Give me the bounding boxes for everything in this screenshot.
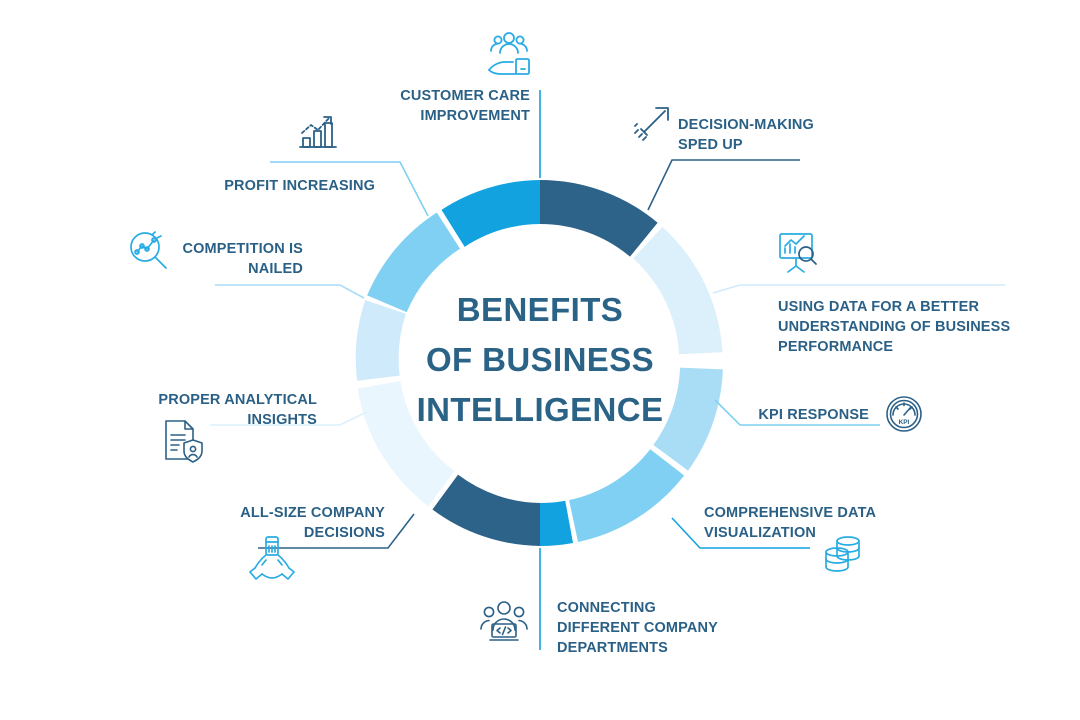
growth-bar-chart-icon: [296, 111, 340, 155]
ring-segment-kpi-response[interactable]: [653, 367, 723, 471]
label-decision-making-sped-up[interactable]: DECISION-MAKING SPED UP: [678, 117, 814, 153]
database-stack-icon: [820, 530, 868, 578]
label-profit-increasing[interactable]: PROFIT INCREASING: [224, 178, 375, 194]
ring-segment-decision-making-sped-up[interactable]: [540, 180, 658, 257]
ring-segment-profit-increasing[interactable]: [367, 212, 460, 313]
connector-kpi-response: [714, 399, 880, 426]
document-person-icon: [158, 415, 204, 463]
label-proper-analytical-insights[interactable]: PROPER ANALYTICAL INSIGHTS: [158, 392, 317, 428]
title-line-3: INTELLIGENCE: [416, 391, 664, 429]
svg-text:KPI: KPI: [899, 419, 910, 426]
ring-segment-using-data-for-better-understanding[interactable]: [633, 226, 723, 355]
title-line-1: BENEFITS: [456, 291, 624, 328]
connector-decision-making-sped-up: [647, 159, 800, 211]
label-comprehensive-data-visualization[interactable]: COMPREHENSIVE DATA VISUALIZATION: [704, 505, 877, 541]
ring-segment-customer-care-improvement[interactable]: [441, 180, 541, 247]
ring-segments: [355, 180, 723, 546]
teamwork-hands-icon: [246, 533, 298, 583]
title-line-2: OF BUSINESS: [425, 341, 655, 379]
ring-segment-competition-is-nailed[interactable]: [355, 300, 406, 381]
label-all-size-company-decisions[interactable]: ALL-SIZE COMPANY DECISIONS: [240, 505, 385, 541]
label-competition-is-nailed[interactable]: COMPETITION IS NAILED: [182, 241, 303, 277]
connector-competition-is-nailed: [215, 284, 365, 299]
ring-segment-all-size-company-decisions[interactable]: [432, 474, 540, 546]
hand-people-icon: [483, 28, 535, 80]
connector-all-size-company-decisions: [258, 513, 415, 549]
ring-segment-connecting-different-company-departments[interactable]: [540, 500, 574, 546]
label-customer-care-improvement[interactable]: CUSTOMER CARE IMPROVEMENT: [400, 88, 530, 124]
magnifier-chart-icon: [125, 228, 171, 274]
kpi-gauge-icon: KPI: [884, 394, 924, 434]
label-kpi-response[interactable]: KPI RESPONSE: [758, 407, 869, 423]
label-connecting-different-company-departments[interactable]: CONNECTING DIFFERENT COMPANY DEPARTMENTS: [557, 600, 718, 656]
presentation-analytics-icon: [774, 228, 822, 276]
connector-comprehensive-data-visualization: [671, 517, 810, 549]
connector-lines: [210, 90, 1005, 650]
team-code-icon: [479, 596, 529, 644]
page-title: BENEFITS OF BUSINESS INTELLIGENCE: [390, 285, 690, 435]
connector-profit-increasing: [270, 161, 429, 217]
label-using-data-for-better-understanding[interactable]: USING DATA FOR A BETTER UNDERSTANDING OF…: [778, 299, 1011, 355]
rocket-arrow-icon: [632, 100, 676, 144]
ring-segment-comprehensive-data-visualization[interactable]: [569, 449, 685, 542]
ring-segment-proper-analytical-insights[interactable]: [357, 380, 455, 507]
connector-using-data-for-better-understanding: [712, 284, 1005, 294]
connector-proper-analytical-insights: [210, 411, 368, 426]
